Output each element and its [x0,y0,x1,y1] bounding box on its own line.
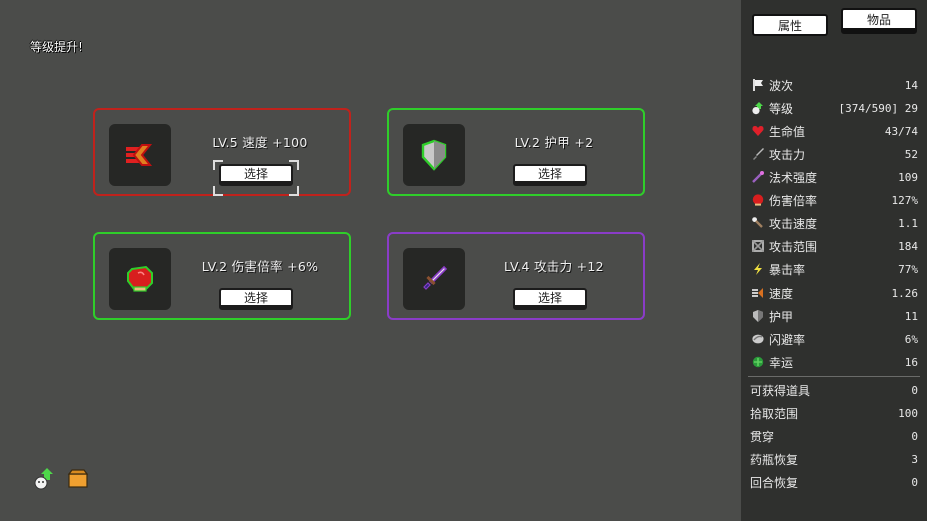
lightning-icon [750,261,766,277]
level-up-icon [33,466,57,490]
level-up-icon [750,100,766,116]
range-icon [750,238,766,254]
tab-items[interactable]: 物品 [841,8,917,34]
stats-divider [748,376,920,377]
card-label: LV.2 护甲 +2 [514,135,594,150]
card-label: LV.5 速度 +100 [212,135,308,150]
upgrade-card-damage[interactable]: LV.2 伤害倍率 +6% 选择 [93,232,351,320]
stat-row-range: 攻击范围 184 [750,236,918,256]
card-label: LV.4 攻击力 +12 [504,259,604,274]
stat-row-potion-heal: 药瓶恢复 3 [750,452,918,467]
sword-icon [423,265,448,290]
stat-row-round-heal: 回合恢复 0 [750,475,918,490]
shield-icon [421,139,447,171]
card-icon-box [109,124,171,186]
stat-row-crit: 暴击率 77% [750,259,918,279]
select-button[interactable]: 选择 [219,288,293,310]
stat-row-speed: 速度 1.26 [750,283,918,303]
stat-row-level: 等级 [374/590] 29 [750,98,918,118]
card-icon-box [403,248,465,310]
card-label: LV.2 伤害倍率 +6% [201,259,319,274]
heart-icon [750,123,766,139]
upgrade-card-speed[interactable]: LV.5 速度 +100 选择 [93,108,351,196]
wand-icon [750,169,766,185]
tab-attributes[interactable]: 属性 [752,14,828,36]
flag-icon [750,77,766,93]
stat-row-pierce: 贯穿 0 [750,429,918,444]
sword-icon [750,146,766,162]
chest-icon [66,466,90,490]
stat-row-damage-mult: 伤害倍率 127% [750,190,918,210]
selection-bracket [213,160,223,170]
stat-row-luck: 幸运 16 [750,352,918,372]
stats-sidebar: 属性 物品 波次 14 等级 [374/590] 29 生命值 43/74 攻击… [741,0,927,521]
select-button[interactable]: 选择 [513,288,587,310]
attack-speed-icon [750,215,766,231]
stat-row-wave: 波次 14 [750,75,918,95]
stat-row-attack: 攻击力 52 [750,144,918,164]
stat-row-pickup-range: 拾取范围 100 [750,406,918,421]
selection-bracket [289,186,299,196]
selection-bracket [213,186,223,196]
upgrade-card-armor[interactable]: LV.2 护甲 +2 选择 [387,108,645,196]
clover-icon [750,354,766,370]
stat-row-armor: 护甲 11 [750,306,918,326]
card-icon-box [403,124,465,186]
selection-bracket [289,160,299,170]
stat-row-hp: 生命值 43/74 [750,121,918,141]
glove-icon [127,265,153,292]
card-icon-box [109,248,171,310]
select-button[interactable]: 选择 [513,164,587,186]
stat-row-attack-speed: 攻击速度 1.1 [750,213,918,233]
speed-icon [750,285,766,301]
speed-icon [126,144,153,166]
stat-row-dodge: 闪避率 6% [750,329,918,349]
dodge-icon [750,331,766,347]
stat-row-spell-power: 法术强度 109 [750,167,918,187]
select-button[interactable]: 选择 [219,164,293,186]
level-up-title: 等级提升! [30,40,83,54]
glove-icon [750,192,766,208]
upgrade-card-attack[interactable]: LV.4 攻击力 +12 选择 [387,232,645,320]
shield-icon [750,308,766,324]
stat-row-items: 可获得道具 0 [750,383,918,398]
